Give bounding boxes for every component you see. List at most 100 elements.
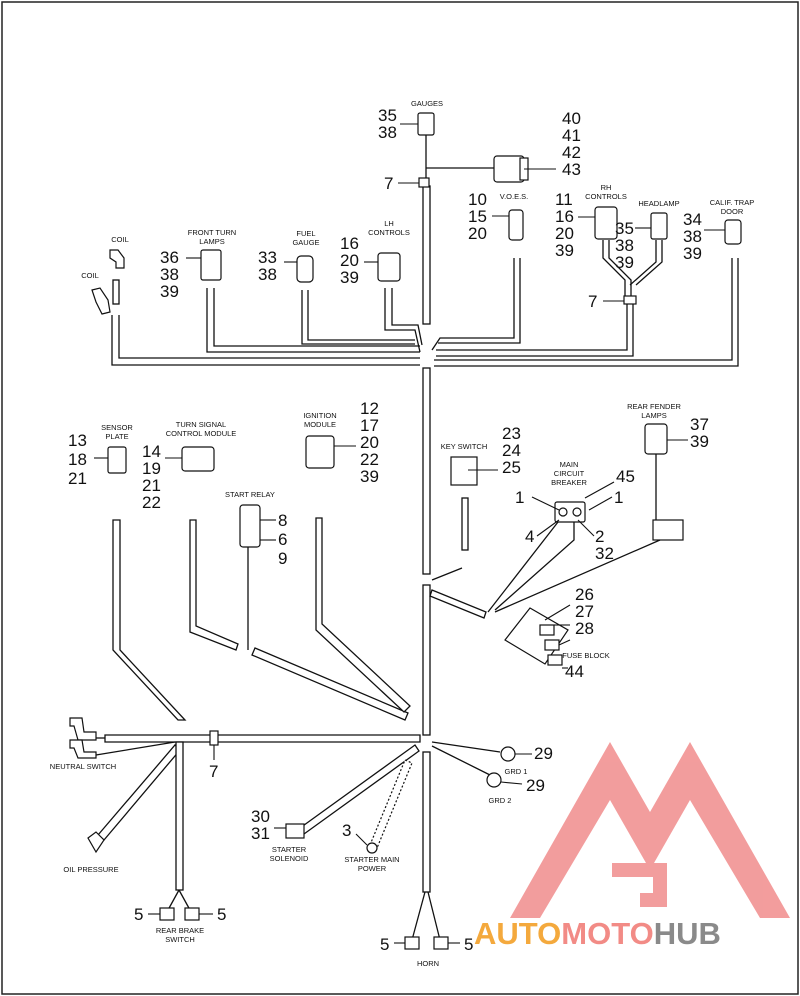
lh-controls-label-2: CONTROLS xyxy=(368,228,410,237)
part-number: 2 xyxy=(595,527,604,546)
key-switch-label: KEY SWITCH xyxy=(441,442,488,451)
turn-signal-module-label-1: TURN SIGNAL xyxy=(176,420,226,429)
grd-1-label: GRD 1 xyxy=(505,767,528,776)
tie-wrap-number: 7 xyxy=(209,762,218,781)
part-number: 20 xyxy=(360,433,379,452)
part-number: 25 xyxy=(502,458,521,477)
calif-trap-door-label-1: CALIF. TRAP xyxy=(710,198,754,207)
part-number: 39 xyxy=(683,244,702,263)
voes-label: V.O.E.S. xyxy=(500,192,529,201)
part-number: 23 xyxy=(502,424,521,443)
part-number: 36 xyxy=(160,248,179,267)
coil-lower-label: COIL xyxy=(81,271,99,280)
tie-wrap-number: 7 xyxy=(384,174,393,193)
part-number: 17 xyxy=(360,416,379,435)
front-turn-lamps-label-2: LAMPS xyxy=(199,237,224,246)
part-number: 39 xyxy=(160,282,179,301)
sensor-plate-icon xyxy=(107,446,127,474)
part-number: 1 xyxy=(614,488,623,507)
main-harness-trunk xyxy=(422,185,431,893)
lh-controls-icon xyxy=(377,252,401,282)
middle-branches xyxy=(107,423,684,721)
part-number: 5 xyxy=(464,935,473,954)
coil-upper-label: COIL xyxy=(111,235,129,244)
part-number: 45 xyxy=(616,467,635,486)
watermark-hub: HUB xyxy=(654,916,721,951)
starter-solenoid-icon xyxy=(285,823,305,839)
sensor-plate-label-2: PLATE xyxy=(105,432,128,441)
lower-left-branches xyxy=(69,717,421,921)
lh-controls-label-1: LH xyxy=(384,219,394,228)
part-number: 24 xyxy=(502,441,521,460)
starter-main-power-label-1: STARTER MAIN xyxy=(344,855,399,864)
part-number: 39 xyxy=(360,467,379,486)
part-number: 43 xyxy=(562,160,581,179)
watermark-text: AUTOMOTOHUB xyxy=(474,916,721,951)
oil-pressure-icon xyxy=(87,831,105,854)
starter-solenoid-label-2: SOLENOID xyxy=(270,854,309,863)
part-number: 14 xyxy=(142,442,161,461)
ignition-module-icon xyxy=(305,435,335,469)
tie-wrap-number: 7 xyxy=(588,292,597,311)
turn-signal-module-icon xyxy=(181,446,215,472)
ignition-module-label-1: IGNITION xyxy=(303,411,336,420)
turn-signal-module-label-2: CONTROL MODULE xyxy=(166,429,237,438)
part-number: 12 xyxy=(360,399,379,418)
part-number: 29 xyxy=(526,776,545,795)
part-number: 38 xyxy=(378,123,397,142)
horn-icon-a xyxy=(404,936,420,950)
part-number: 30 xyxy=(251,807,270,826)
top-connectors xyxy=(91,206,742,315)
fuel-gauge-label-2: GAUGE xyxy=(292,238,319,247)
part-number: 38 xyxy=(160,265,179,284)
part-number: 6 xyxy=(278,530,287,549)
part-number: 8 xyxy=(278,511,287,530)
part-number: 35 xyxy=(615,219,634,238)
start-relay-icon xyxy=(239,504,261,548)
part-number: 11 xyxy=(555,190,573,209)
upper-harness xyxy=(111,258,739,367)
part-number: 31 xyxy=(251,824,270,843)
neutral-switch-label: NEUTRAL SWITCH xyxy=(50,762,116,771)
coil-upper-icon xyxy=(109,249,125,269)
part-number: 41 xyxy=(562,126,581,145)
part-number: 1 xyxy=(515,488,524,507)
rh-controls-label-1: RH xyxy=(601,183,612,192)
part-number: 32 xyxy=(595,544,614,563)
tie-wrap-icon xyxy=(209,730,219,746)
horn-icon-b xyxy=(433,936,449,950)
rh-controls-icon xyxy=(594,206,618,240)
lower-right-branches xyxy=(285,741,516,950)
headlamp-label: HEADLAMP xyxy=(638,199,679,208)
part-number: 13 xyxy=(68,431,87,450)
part-number: 39 xyxy=(340,268,359,287)
calif-trap-door-label-2: DOOR xyxy=(721,207,744,216)
part-number: 37 xyxy=(690,415,709,434)
part-number: 5 xyxy=(217,905,226,924)
starter-main-power-cable-icon xyxy=(369,759,413,849)
tie-wrap-icon xyxy=(418,177,430,188)
part-number: 19 xyxy=(142,459,161,478)
main-circuit-breaker-icon xyxy=(554,501,586,523)
main-circuit-breaker-label-2: CIRCUIT xyxy=(554,469,585,478)
part-number: 16 xyxy=(555,207,574,226)
rear-brake-switch-label-2: SWITCH xyxy=(165,935,195,944)
start-relay-label: START RELAY xyxy=(225,490,275,499)
headlamp-icon xyxy=(650,212,668,240)
part-number: 22 xyxy=(142,493,161,512)
part-number: 22 xyxy=(360,450,379,469)
fuel-gauge-icon xyxy=(296,255,314,283)
part-number: 40 xyxy=(562,109,581,128)
grd-1-icon xyxy=(500,746,516,762)
part-number: 38 xyxy=(683,227,702,246)
gauges-label: GAUGES xyxy=(411,99,443,108)
calif-trap-door-icon xyxy=(724,219,742,245)
part-number: 39 xyxy=(555,241,574,260)
part-number: 21 xyxy=(68,469,87,488)
starter-main-power-icon xyxy=(366,842,378,854)
neutral-switch-icon-b xyxy=(69,739,97,759)
part-number: 20 xyxy=(555,224,574,243)
ignition-module-label-2: MODULE xyxy=(304,420,336,429)
